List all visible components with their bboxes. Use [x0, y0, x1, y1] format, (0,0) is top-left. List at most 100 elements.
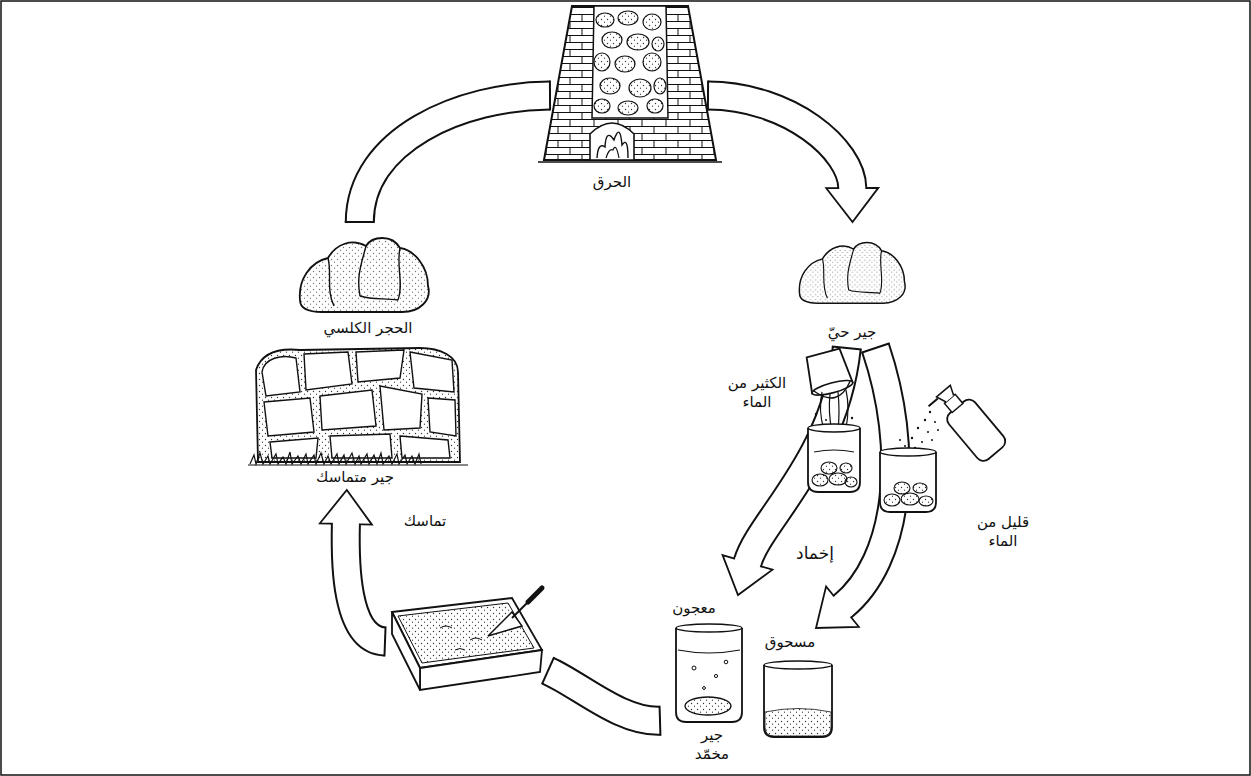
spray-bottle-and-jar-part-part — [929, 398, 938, 406]
arrow-outline — [548, 671, 660, 721]
arrow-body — [346, 524, 385, 642]
hardened-lime-wall-part-part — [304, 352, 352, 390]
arrow-end-cap — [549, 81, 551, 111]
kiln-illustration-part-part — [654, 78, 666, 94]
hardened-lime-wall-part-part — [428, 398, 456, 436]
kiln-illustration-part-part — [627, 34, 649, 50]
arrow-end-cap — [707, 81, 709, 111]
process-arrow — [345, 81, 550, 222]
spray-bottle-and-jar-part-part — [917, 427, 919, 429]
hardened-lime-wall-part-part — [264, 398, 314, 436]
stage-label: جير مخمّد — [686, 726, 738, 765]
paste-jar-part — [685, 697, 731, 715]
kiln-illustration-part-part — [647, 99, 663, 113]
arrow-head-join — [834, 597, 850, 617]
quicklime-rocks-part — [799, 242, 905, 303]
arrow-end-cap — [659, 706, 662, 736]
arrow-head — [816, 586, 859, 628]
bucket-and-jar-part — [808, 428, 860, 492]
paste-jar-part — [692, 660, 728, 689]
kiln-illustration-part — [606, 147, 619, 158]
paste-jar-part-part — [714, 674, 717, 677]
stage-label: تماسك — [404, 512, 447, 532]
paste-jar-part — [676, 628, 742, 722]
arrow-end-cap — [384, 627, 385, 657]
arrow-head — [320, 490, 372, 525]
arrow-body — [360, 96, 550, 222]
spray-bottle-and-jar-part-part — [927, 431, 929, 433]
kiln-illustration-part — [594, 11, 666, 115]
hardened-lime-wall-part-part — [320, 390, 376, 430]
spray-bottle-and-jar-part-part — [899, 439, 901, 441]
kiln-illustration-part-part — [615, 56, 635, 72]
paste-jar-part-part — [692, 666, 696, 670]
kiln-illustration-part — [544, 6, 716, 160]
spray-bottle-and-jar-part-part — [901, 493, 919, 505]
kiln-illustration-part-part — [602, 32, 622, 48]
spray-bottle-and-jar-part-part — [894, 482, 910, 494]
spray-bottle-and-jar-part-part — [929, 411, 931, 413]
hardened-lime-wall-part-part — [400, 436, 450, 458]
process-arrow — [542, 657, 661, 736]
kiln-illustration-part-part — [596, 13, 614, 27]
spray-bottle-and-jar-part-part — [931, 439, 933, 441]
hardened-lime-wall-part-part — [330, 434, 392, 458]
arrow-head-join — [735, 559, 760, 566]
mortar-tray-part — [440, 626, 482, 650]
paste-jar-part-part — [703, 687, 706, 690]
arrow-end-cap — [861, 343, 889, 353]
spray-bottle-and-jar-part — [880, 448, 936, 456]
hardened-lime-wall-part — [248, 464, 468, 465]
kiln-illustration-part-part — [652, 37, 664, 51]
spray-bottle-and-jar-part — [884, 482, 933, 506]
paste-jar-part-part — [724, 660, 728, 664]
stage-figure: معجونجير مخمّد — [660, 595, 760, 765]
arrow-head-join — [333, 522, 359, 526]
kiln-illustration-part-part — [594, 53, 610, 71]
arrow-outline — [708, 96, 852, 188]
bucket-and-jar-part-part — [815, 413, 817, 415]
arrow-end-cap — [345, 221, 375, 223]
bucket-and-jar-part-part — [840, 463, 852, 473]
stage-label: جير حيّ — [828, 323, 877, 343]
hardened-lime-wall-part-part — [262, 357, 300, 396]
bucket-and-jar-part-part — [845, 477, 857, 487]
powder-jar-part — [764, 661, 832, 669]
limestone-rocks — [300, 238, 429, 312]
spray-bottle-and-jar-part-part — [911, 437, 913, 439]
stage-label: الحرق — [593, 173, 631, 193]
kiln-illustration-part-part — [618, 101, 638, 115]
step-label: إخماد — [796, 542, 834, 564]
bucket-and-jar — [803, 348, 860, 492]
bucket-and-jar-part — [812, 462, 857, 487]
arrow-outline — [360, 96, 550, 222]
process-arrow — [708, 81, 878, 222]
hardened-lime-wall-part — [256, 348, 460, 462]
hardened-lime-wall-part-part — [356, 350, 404, 382]
spray-bottle-and-jar-part-part — [904, 445, 906, 447]
hardened-lime-wall — [248, 348, 468, 465]
paste-jar — [676, 624, 742, 722]
bucket-and-jar-part-part — [851, 417, 853, 419]
stage-label: جير متماسك — [316, 468, 394, 488]
spray-bottle-and-jar-part-part — [884, 494, 900, 506]
arrow-body — [708, 96, 852, 188]
hardened-lime-wall-part — [262, 350, 456, 458]
spray-bottle-and-jar-part-part — [936, 385, 956, 404]
spray-bottle-and-jar-part-part — [913, 483, 927, 493]
spray-bottle-and-jar-part-part — [937, 429, 939, 431]
spray-bottle-and-jar-part — [880, 452, 936, 512]
spray-bottle-and-jar-part — [927, 380, 1008, 466]
arrow-head — [723, 555, 773, 595]
stage-figure: مسحوق — [760, 628, 840, 740]
stage-label: الحجر الكلسي — [323, 319, 412, 339]
arrow-head — [826, 188, 878, 222]
spray-bottle-and-jar-part-part — [921, 441, 923, 443]
mortar-tray-part — [488, 612, 522, 636]
step-label: الكثير من الماء — [716, 374, 798, 413]
kiln-illustration-part — [592, 6, 668, 118]
hardened-lime-wall-part-part — [410, 352, 454, 392]
powder-jar — [764, 661, 832, 737]
powder-jar-part — [764, 665, 832, 737]
